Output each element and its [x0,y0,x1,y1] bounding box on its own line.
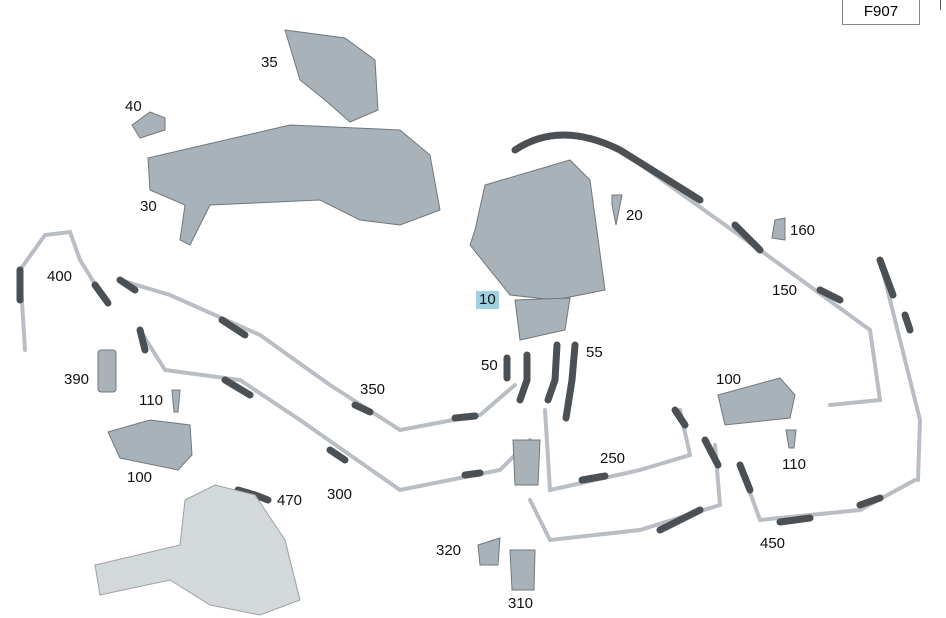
callout-35[interactable]: 35 [261,54,278,71]
callout-450[interactable]: 450 [760,535,786,552]
water-pump-ghost [94,484,301,616]
part-310-filter[interactable] [509,549,536,591]
part-390-sensor[interactable] [97,349,117,393]
callout-40[interactable]: 40 [125,98,142,115]
part-450-hose[interactable] [736,461,754,494]
callout-400[interactable]: 400 [47,268,73,285]
callout-10[interactable]: 10 [476,291,499,309]
part-110-bolt-left[interactable] [171,389,181,413]
part-350-hose[interactable] [116,276,139,294]
callout-350[interactable]: 350 [360,381,386,398]
part-150-hose[interactable] [511,131,704,204]
callout-150[interactable]: 150 [772,282,798,299]
callout-110[interactable]: 110 [139,392,163,409]
callout-250[interactable]: 250 [600,450,626,467]
callout-160[interactable]: 160 [790,222,816,239]
callout-30[interactable]: 30 [140,198,157,215]
part-35-bracket[interactable] [284,29,379,123]
diagram-code: F907 [842,0,920,25]
part-160-clip[interactable] [771,217,786,241]
callout-50[interactable]: 50 [481,357,498,374]
callout-310[interactable]: 310 [508,595,534,612]
part-55-hose[interactable] [544,341,561,404]
part-10-tank[interactable] [469,159,606,301]
part-250-hose[interactable] [578,472,609,484]
callout-320[interactable]: 320 [436,542,462,559]
part-300-hose[interactable] [136,326,149,354]
edge-mark [940,0,941,10]
part-320-clip[interactable] [477,537,501,566]
callout-470[interactable]: 470 [277,492,303,509]
callout-55[interactable]: 55 [586,344,603,361]
part-100-valve-right[interactable] [717,377,796,426]
callout-100[interactable]: 100 [716,371,742,388]
callout-20[interactable]: 20 [626,207,643,224]
part-110-bolt-right[interactable] [785,429,797,449]
callout-100[interactable]: 100 [127,469,153,486]
callout-390[interactable]: 390 [64,371,90,388]
callout-110[interactable]: 110 [782,456,806,473]
part-100-valve-left[interactable] [107,419,193,471]
callout-300[interactable]: 300 [327,486,353,503]
part-10-connectors[interactable] [514,297,571,341]
part-20-bolt[interactable] [611,194,623,226]
part-30-carrier[interactable] [147,124,441,246]
part-40-clip[interactable] [131,111,166,139]
